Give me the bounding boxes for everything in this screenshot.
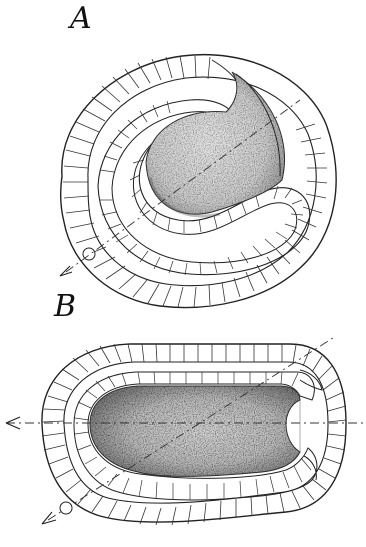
- panel-a-axis-arrow: [60, 266, 72, 276]
- panel-a-drawing: [60, 55, 336, 308]
- panel-b-drawing: [6, 336, 366, 525]
- panel-b-blastopore: [60, 502, 72, 514]
- panel-b-axis-arrow-oblique: [42, 512, 56, 524]
